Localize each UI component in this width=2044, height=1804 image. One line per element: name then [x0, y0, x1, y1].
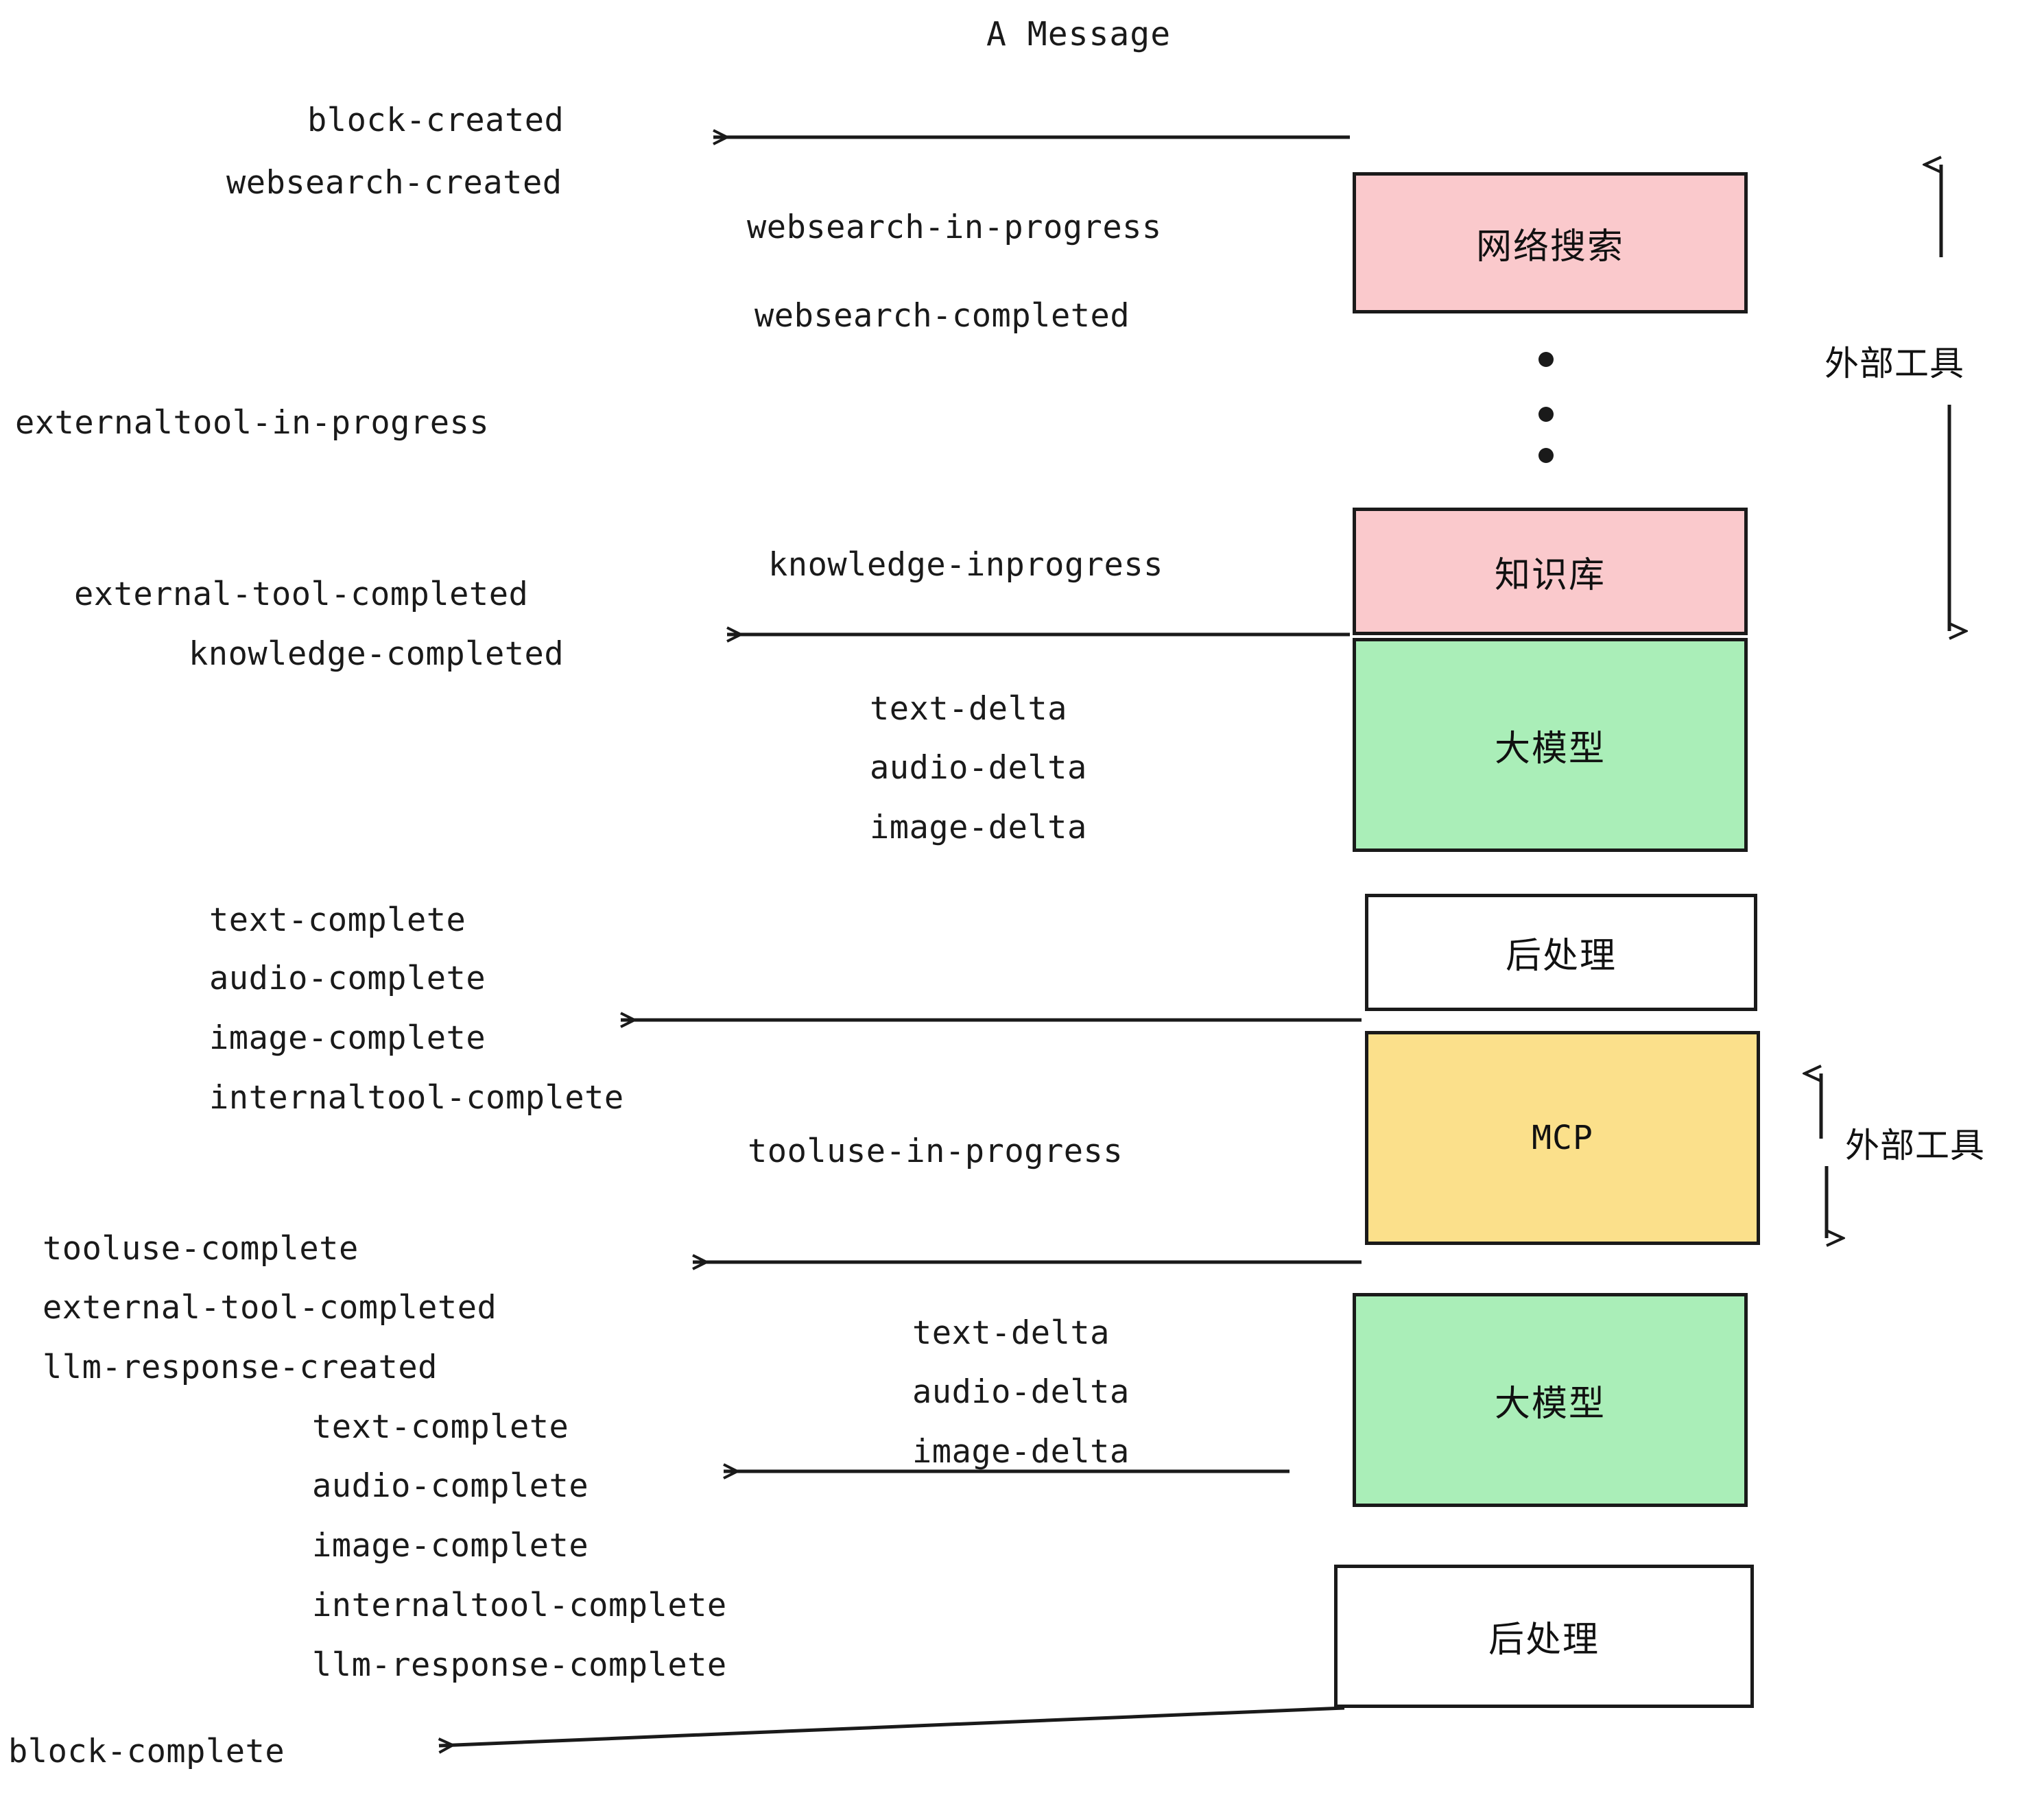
event-label-block-created: block-created — [307, 102, 565, 139]
node-llm-top[interactable]: 大模型 — [1353, 638, 1748, 852]
event-label-text-delta-1: text-delta — [870, 690, 1067, 728]
node-knowledge[interactable]: 知识库 — [1353, 508, 1748, 635]
external-tools-bracket-bottom — [1821, 1073, 1827, 1238]
event-label-text-complete-1: text-complete — [209, 901, 466, 939]
node-label: 大模型 — [1494, 728, 1606, 770]
event-label-image-delta-2: image-delta — [912, 1433, 1130, 1471]
event-label-websearch-in-progress: websearch-in-progress — [747, 209, 1162, 246]
ellipsis-dot — [1538, 407, 1554, 422]
event-label-websearch-created: websearch-created — [226, 164, 562, 202]
external-tools-bracket-top — [1941, 165, 1949, 631]
event-label-knowledge-inprogress: knowledge-inprogress — [768, 546, 1163, 584]
node-websearch[interactable]: 网络搜索 — [1353, 172, 1748, 313]
node-label: MCP — [1532, 1119, 1593, 1157]
event-label-image-complete-2: image-complete — [312, 1527, 589, 1565]
node-label: 后处理 — [1505, 936, 1617, 977]
event-label-websearch-completed: websearch-completed — [754, 297, 1130, 335]
node-label: 后处理 — [1488, 1619, 1600, 1661]
ellipsis-dot — [1538, 352, 1554, 367]
event-label-externaltool-in-progress: externaltool-in-progress — [15, 404, 490, 442]
group-label-external-tools-top: 外部工具 — [1825, 344, 1964, 383]
node-postprocess-top[interactable]: 后处理 — [1365, 894, 1757, 1011]
node-label: 知识库 — [1494, 554, 1606, 596]
ellipsis-dot — [1538, 448, 1554, 463]
node-mcp[interactable]: MCP — [1365, 1031, 1760, 1245]
event-label-internaltool-complete-1: internaltool-complete — [209, 1079, 624, 1117]
event-label-block-complete: block-complete — [8, 1733, 285, 1770]
group-label-external-tools-bottom: 外部工具 — [1845, 1126, 1985, 1165]
event-label-image-delta-1: image-delta — [870, 809, 1087, 846]
event-label-tooluse-in-progress: tooluse-in-progress — [748, 1132, 1124, 1170]
event-label-audio-complete-2: audio-complete — [312, 1467, 589, 1505]
event-label-audio-delta-2: audio-delta — [912, 1373, 1130, 1411]
event-label-audio-complete-1: audio-complete — [209, 960, 486, 997]
node-postprocess-bottom[interactable]: 后处理 — [1334, 1565, 1754, 1708]
event-label-image-complete-1: image-complete — [209, 1019, 486, 1057]
event-label-internaltool-complete-2: internaltool-complete — [312, 1587, 727, 1624]
event-label-text-delta-2: text-delta — [912, 1314, 1110, 1352]
event-label-knowledge-completed: knowledge-completed — [189, 635, 565, 673]
page-title: A Message — [986, 15, 1172, 54]
node-label: 网络搜索 — [1475, 226, 1624, 268]
event-label-tooluse-complete: tooluse-complete — [43, 1230, 359, 1268]
node-llm-bottom[interactable]: 大模型 — [1353, 1293, 1748, 1507]
event-label-external-tool-completed-1: external-tool-completed — [74, 575, 529, 613]
node-label: 大模型 — [1494, 1383, 1606, 1425]
edge-postprocess-to-block-complete — [439, 1706, 1345, 1746]
event-label-external-tool-completed-2: external-tool-completed — [43, 1289, 497, 1327]
event-label-llm-response-complete: llm-response-complete — [312, 1646, 727, 1684]
event-label-audio-delta-1: audio-delta — [870, 749, 1087, 787]
event-label-llm-response-created: llm-response-created — [43, 1349, 438, 1386]
event-label-text-complete-2: text-complete — [312, 1408, 569, 1446]
